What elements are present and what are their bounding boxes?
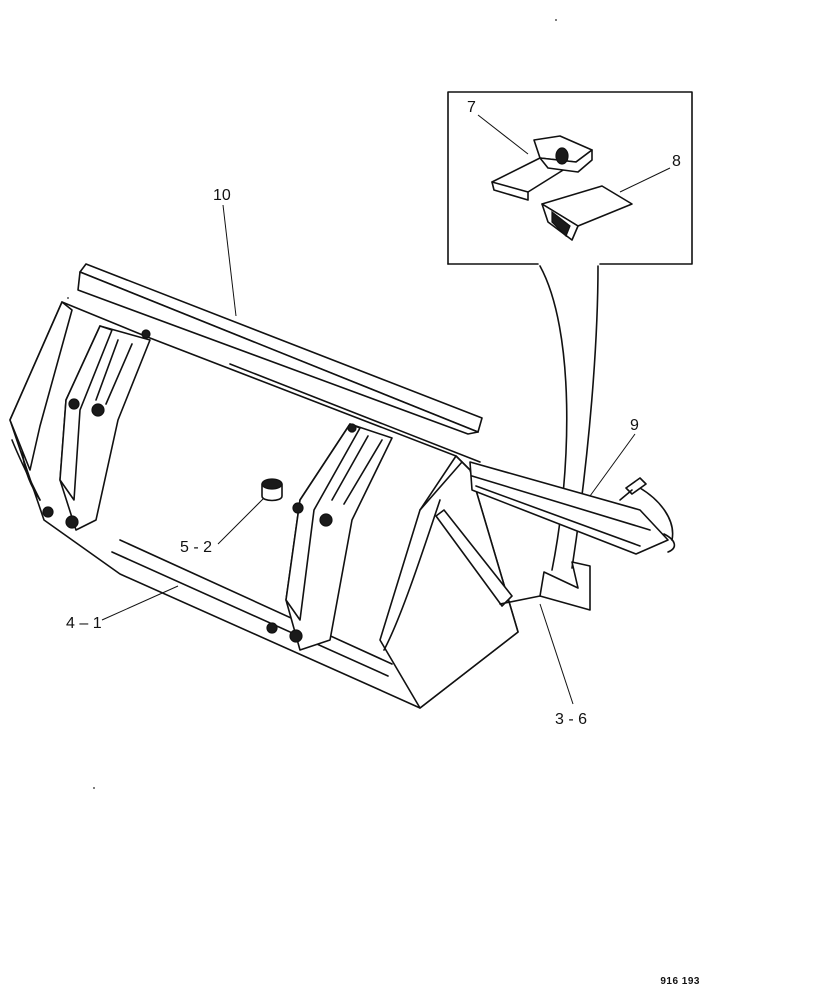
scan-specks [67,19,557,789]
callout-7: 7 [467,99,476,116]
bush-part [261,478,283,502]
tooth-adapter-part [491,135,593,201]
cutting-edge-blade [469,461,676,555]
callout-5-2: 5 - 2 [180,539,212,556]
leader-lines [101,114,671,705]
bucket-body [9,301,519,709]
callout-3-6: 3 - 6 [555,711,587,728]
callout-8: 8 [672,153,681,170]
top-wear-strip [77,263,483,463]
drawing-reference-number: 916 193 [660,976,700,987]
tooth-tip-part [541,185,633,241]
callout-9: 9 [630,417,639,434]
callout-4-1: 4 – 1 [66,615,102,632]
left-lift-bracket [42,325,151,531]
callout-10: 10 [213,187,231,204]
tooth-bar-part [435,509,591,611]
right-lift-bracket [266,423,393,651]
